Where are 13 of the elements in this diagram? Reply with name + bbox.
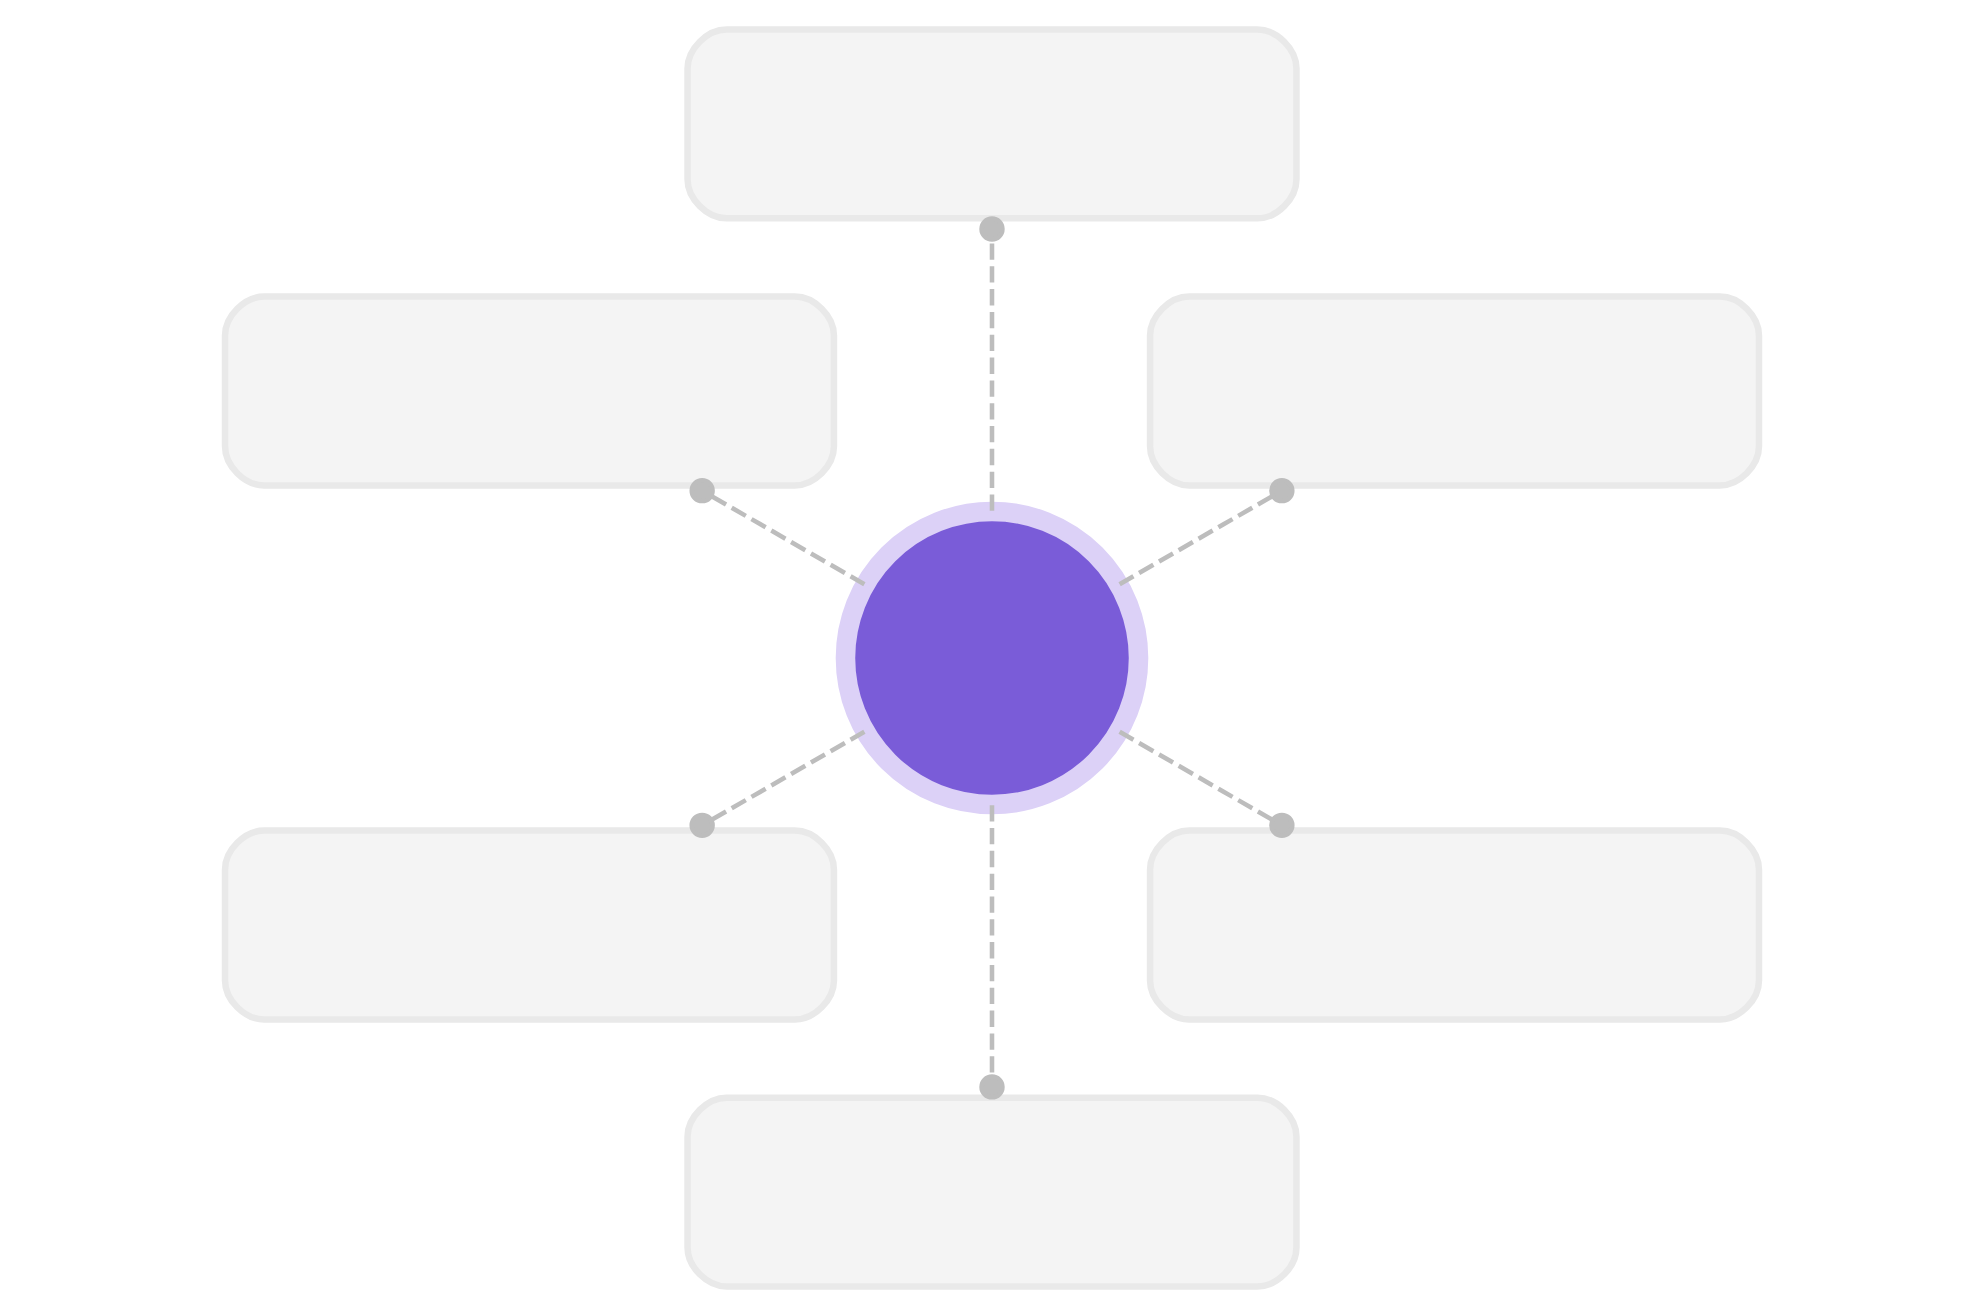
connector	[1118, 477, 1295, 587]
node-box	[221, 293, 838, 489]
node-box	[684, 1094, 1300, 1290]
connector	[979, 216, 1005, 511]
node-box	[1146, 293, 1763, 489]
node-box	[221, 827, 838, 1023]
connector	[1118, 729, 1295, 839]
node-box	[684, 26, 1300, 222]
connector	[689, 477, 866, 587]
node-box	[1146, 827, 1763, 1023]
connector	[979, 805, 1005, 1100]
node-circle	[835, 501, 1149, 815]
connector	[689, 729, 866, 839]
